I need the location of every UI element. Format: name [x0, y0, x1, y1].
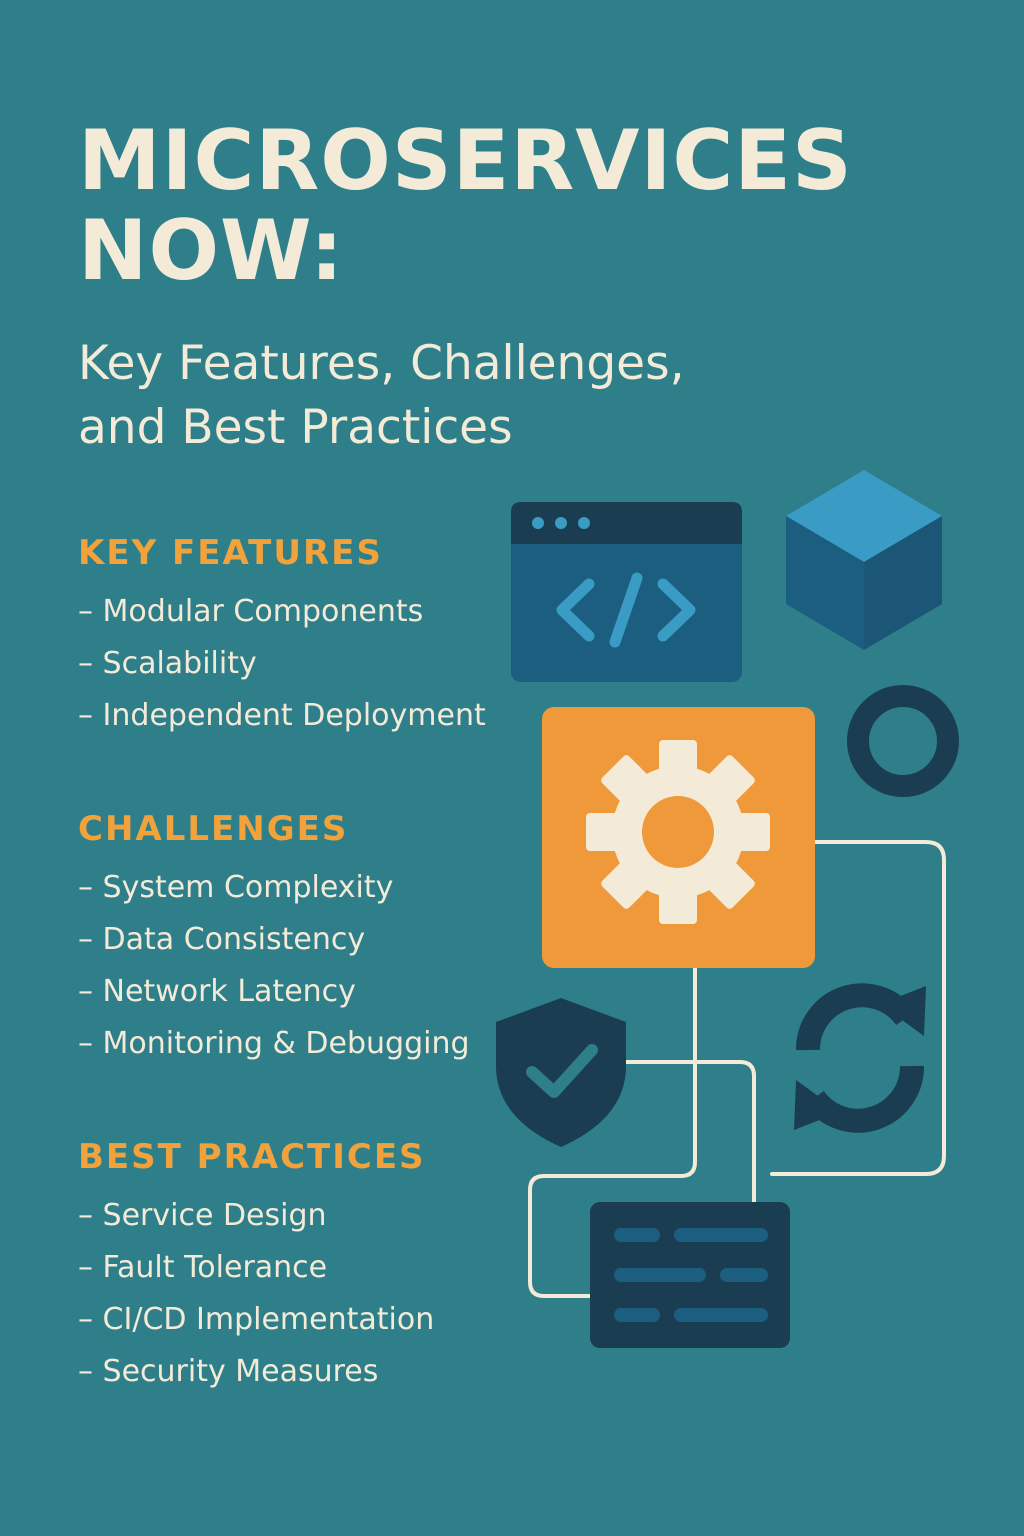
- best-practices-section: BEST PRACTICES – Service Design – Fault …: [78, 1134, 434, 1398]
- challenges-section: CHALLENGES – System Complexity – Data Co…: [78, 806, 470, 1070]
- list-item: – System Complexity: [78, 870, 394, 905]
- sync-icon: [794, 983, 926, 1133]
- list-item: – Data Consistency: [78, 922, 366, 957]
- list-item: – Scalability: [78, 646, 257, 681]
- key-features-section: KEY FEATURES – Modular Components – Scal…: [78, 530, 486, 742]
- gear-tile: [542, 707, 815, 968]
- subtitle-line-2: and Best Practices: [78, 400, 513, 455]
- list-item: – Modular Components: [78, 594, 424, 629]
- challenges-heading: CHALLENGES: [78, 809, 349, 849]
- ring-icon: [847, 685, 959, 797]
- poster-title: MICROSERVICES NOW:: [78, 116, 853, 296]
- list-item: – Independent Deployment: [78, 698, 486, 733]
- shield-check-icon: [496, 998, 626, 1147]
- server-panel-icon: [590, 1202, 790, 1348]
- best-practices-heading: BEST PRACTICES: [78, 1137, 426, 1177]
- list-item: – Security Measures: [78, 1354, 379, 1389]
- list-item: – Monitoring & Debugging: [78, 1026, 470, 1061]
- list-item: – Service Design: [78, 1198, 327, 1233]
- gear-icon: [586, 740, 770, 924]
- connector-gear-right-loop: [770, 840, 946, 1176]
- list-item: – CI/CD Implementation: [78, 1302, 435, 1337]
- list-item: – Fault Tolerance: [78, 1250, 328, 1285]
- list-item: – Network Latency: [78, 974, 356, 1009]
- title-line-1: MICROSERVICES: [78, 112, 853, 209]
- connector-gear-to-server-left: [528, 964, 697, 1298]
- connector-lines: [528, 840, 946, 1298]
- best-practices-list: – Service Design – Fault Tolerance – CI/…: [78, 1190, 434, 1398]
- subtitle-line-1: Key Features, Challenges,: [78, 336, 685, 391]
- code-window-icon: [511, 502, 742, 682]
- challenges-list: – System Complexity – Data Consistency –…: [78, 862, 470, 1070]
- connector-shield-to-server: [616, 1060, 756, 1204]
- cube-icon: [786, 470, 942, 650]
- key-features-list: – Modular Components – Scalability – Ind…: [78, 586, 486, 742]
- poster-subtitle: Key Features, Challenges, and Best Pract…: [78, 332, 685, 460]
- title-line-2: NOW:: [78, 202, 345, 299]
- key-features-heading: KEY FEATURES: [78, 533, 383, 573]
